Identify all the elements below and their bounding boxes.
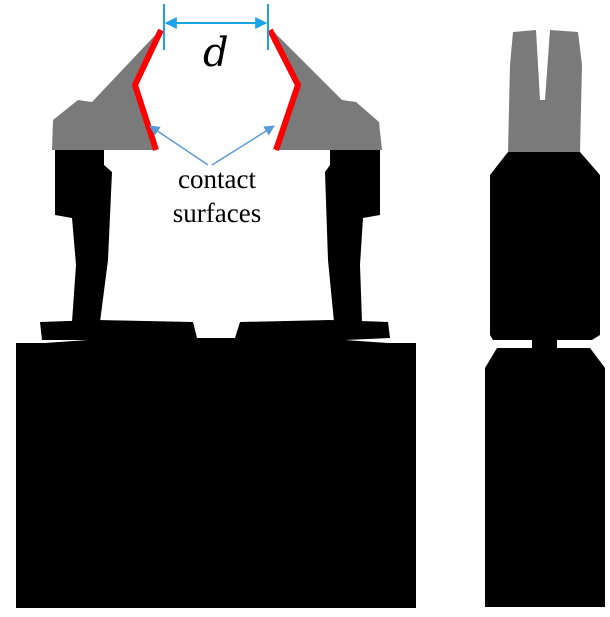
arrow-to-left-contact (149, 125, 209, 166)
side-view (485, 30, 605, 607)
side-lower-body (485, 348, 605, 607)
front-base-block (16, 343, 416, 608)
left-contact-surface (132, 28, 164, 151)
side-neck (532, 338, 557, 350)
side-finger-tip (508, 30, 582, 152)
left-finger-body (55, 150, 112, 322)
right-finger-body (325, 150, 380, 322)
right-finger-tip (272, 30, 382, 150)
front-view: d contact surfaces (16, 4, 416, 608)
dimension-label: d (203, 30, 229, 76)
side-upper-body (490, 152, 600, 340)
contact-label-line1: contact (178, 164, 256, 194)
left-finger-tip (52, 30, 160, 150)
contact-label-line2: surfaces (173, 198, 261, 228)
contact-surfaces-annotation: contact surfaces (149, 125, 275, 228)
front-carriage-plate (16, 320, 416, 345)
right-contact-surface (267, 28, 301, 151)
arrow-to-right-contact (211, 125, 275, 166)
dimension-indicator: d (163, 4, 269, 76)
